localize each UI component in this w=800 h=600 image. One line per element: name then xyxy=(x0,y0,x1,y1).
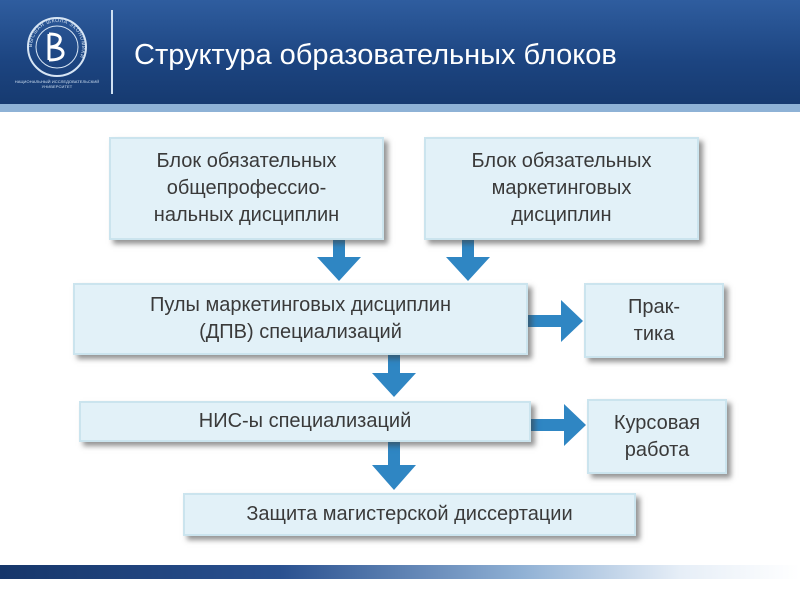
page-title: Структура образовательных блоков xyxy=(134,39,617,71)
box-practice: Прак- тика xyxy=(584,283,724,358)
box-nis-label: НИС-ы специализаций xyxy=(198,410,412,432)
arrow-down-nis-to-defense xyxy=(372,441,416,490)
footer-bar xyxy=(0,565,800,579)
header-divider xyxy=(111,10,113,94)
arrow-down-pools-to-nis xyxy=(372,355,416,397)
box-required-general: Блок обязательных общепрофессио- нальных… xyxy=(109,137,384,240)
box-coursework-label: Курсовая работа xyxy=(613,411,701,461)
arrow-down-marketing-to-pools xyxy=(446,240,490,281)
arrow-right-pools-to-practice xyxy=(527,300,583,342)
box-required-marketing: Блок обязательных маркетинговых дисципли… xyxy=(424,137,699,240)
box-coursework: Курсовая работа xyxy=(587,399,727,474)
box-practice-label: Прак- тика xyxy=(627,295,681,345)
box-pools-label: Пулы маркетинговых дисциплин (ДПВ) специ… xyxy=(149,294,452,343)
arrow-down-general-to-pools xyxy=(317,240,361,281)
header-rule xyxy=(0,104,800,112)
logo-caption: НАЦИОНАЛЬНЫЙ ИССЛЕДОВАТЕЛЬСКИЙ УНИВЕРСИТ… xyxy=(14,79,100,89)
box-required-general-label: Блок обязательных общепрофессио- нальных… xyxy=(153,150,340,226)
box-defense: Защита магистерской диссертации xyxy=(183,493,636,536)
box-pools: Пулы маркетинговых дисциплин (ДПВ) специ… xyxy=(73,283,528,355)
box-defense-label: Защита магистерской диссертации xyxy=(246,503,573,525)
box-required-marketing-label: Блок обязательных маркетинговых дисципли… xyxy=(471,150,652,226)
box-nis: НИС-ы специализаций xyxy=(79,401,531,442)
header-bar xyxy=(0,0,800,104)
arrow-right-nis-to-coursework xyxy=(530,404,586,446)
hse-logo: ВЫСШАЯ ШКОЛА ЭКОНОМИКИ xyxy=(27,17,87,77)
